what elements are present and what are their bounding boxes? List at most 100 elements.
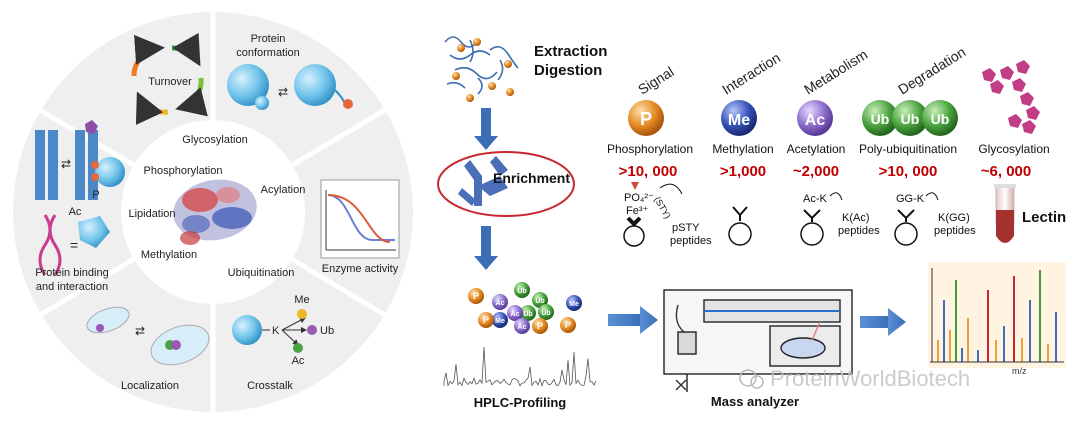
svg-text:PO₄²⁻: PO₄²⁻ xyxy=(624,192,654,204)
bead-label: Ac xyxy=(518,324,527,331)
turnover-cycle-icon xyxy=(131,32,208,125)
svg-text:⇄: ⇄ xyxy=(135,324,145,338)
count-methylation: >1,000 xyxy=(720,163,766,180)
bead-label: P xyxy=(537,321,543,331)
center-lipidation: Lipidation xyxy=(128,208,175,220)
right-arrow-2 xyxy=(860,308,906,336)
svg-text:Ub: Ub xyxy=(931,111,950,127)
down-arrow-1 xyxy=(474,108,498,150)
badge-acetylation: Ac xyxy=(797,100,833,136)
svg-text:GG-K: GG-K xyxy=(896,193,925,205)
svg-text:peptides: peptides xyxy=(934,225,976,237)
svg-text:K: K xyxy=(272,325,280,337)
bead-label: Ub xyxy=(517,288,526,295)
svg-text:Fe³⁺: Fe³⁺ xyxy=(626,205,649,217)
glycan-chain-icon xyxy=(982,60,1040,134)
segment-localization: Localization xyxy=(121,380,179,392)
name-poly-ubiquitination: Poly-ubiquitination xyxy=(859,142,957,156)
probe-methylation xyxy=(728,206,752,246)
count-poly-ubiquitination: >10, 000 xyxy=(879,163,938,180)
bead-label: Ub xyxy=(541,310,550,317)
down-arrow-2 xyxy=(474,226,498,270)
watermark: ProteinWorldBiotech xyxy=(739,366,970,391)
step-mass-analyzer: Mass analyzer xyxy=(711,394,799,409)
lectin-tube-icon xyxy=(994,184,1016,243)
bead-label: Ac xyxy=(511,311,520,318)
bead-label: Ac xyxy=(496,300,505,307)
segment-turnover: Turnover xyxy=(148,76,192,88)
center-phosphorylation: Phosphorylation xyxy=(144,165,223,177)
bead-ac xyxy=(514,318,530,334)
bead-p xyxy=(468,288,484,304)
bead-p xyxy=(532,318,548,334)
spectrum-axis-label: m/z xyxy=(1012,366,1027,376)
step-hplc-profiling: HPLC-Profiling xyxy=(474,395,566,410)
badge-methylation: Me xyxy=(721,100,757,136)
segment-protein-binding-l2: and interaction xyxy=(36,281,108,293)
p-tag: P xyxy=(92,189,99,201)
name-methylation: Methylation xyxy=(712,142,773,156)
category-interaction: Interaction xyxy=(719,49,783,97)
watermark-text: ProteinWorldBiotech xyxy=(770,366,970,391)
name-acetylation: Acetylation xyxy=(787,142,846,156)
svg-text:Me: Me xyxy=(294,294,309,306)
svg-text:Ub: Ub xyxy=(901,111,920,127)
badge-phosphorylation: P xyxy=(628,100,664,136)
enzyme-activity-plot xyxy=(320,179,400,259)
bead-label: P xyxy=(473,291,479,301)
svg-text:peptides: peptides xyxy=(838,225,880,237)
peptide-mixture-icon xyxy=(444,36,519,95)
badge-poly-ubiquitination: Ub Ub Ub xyxy=(862,100,958,136)
name-glycosylation: Glycosylation xyxy=(978,142,1049,156)
svg-text:pSTY: pSTY xyxy=(672,222,700,234)
bead-ac xyxy=(492,294,508,310)
peptide-dots xyxy=(452,38,514,102)
probe-acetylation: Ac-K K(Ac) peptides xyxy=(800,192,880,246)
center-methylation: Methylation xyxy=(141,249,197,261)
bead-label: Ub xyxy=(535,298,544,305)
category-metabolism: Metabolism xyxy=(801,46,870,98)
dna-binding-icon: = Ac xyxy=(38,206,110,276)
step-enrichment: Enrichment xyxy=(493,170,570,186)
svg-text:K(GG): K(GG) xyxy=(938,212,970,224)
bead-me xyxy=(492,312,508,328)
bead-label: P xyxy=(565,320,571,330)
svg-text:peptides: peptides xyxy=(670,235,712,247)
antibody-icon xyxy=(458,156,508,206)
ac-tag: Ac xyxy=(69,206,82,218)
probe-phosphorylation: PO₄²⁻ Fe³⁺ (STY) pSTY peptides xyxy=(623,182,712,247)
bead-ub xyxy=(532,292,548,308)
segment-protein-binding-l1: Protein binding xyxy=(35,267,108,279)
bead-label: Ub xyxy=(523,311,532,318)
svg-text:⇄: ⇄ xyxy=(61,157,71,171)
count-phosphorylation: >10, 000 xyxy=(619,163,678,180)
right-arrow-1 xyxy=(608,306,658,334)
probe-ubiquitination: GG-K K(GG) peptides xyxy=(894,192,976,246)
localization-icon: ⇄ xyxy=(86,306,210,366)
count-glycosylation: ~6, 000 xyxy=(981,163,1031,180)
svg-text:Ac: Ac xyxy=(292,355,305,367)
bead-ub xyxy=(520,305,536,321)
center-ubiquitination: Ubiquitination xyxy=(228,267,295,279)
bead-ub xyxy=(538,304,554,320)
ptm-function-wheel: Turnover Protein conformation ⇄ ⇄ P xyxy=(13,10,413,414)
hplc-chromatogram xyxy=(443,346,597,388)
name-phosphorylation: Phosphorylation xyxy=(607,142,693,156)
mass-spectrum xyxy=(928,262,1066,368)
bead-me xyxy=(566,295,582,311)
membrane-receptor-icon: ⇄ P xyxy=(35,120,125,201)
protein-surface-icon xyxy=(173,179,257,245)
bead-p xyxy=(478,312,494,328)
svg-text:Me: Me xyxy=(728,112,750,129)
svg-text:⇄: ⇄ xyxy=(278,85,288,99)
svg-text:Ub: Ub xyxy=(320,325,334,337)
mass-analyzer-schematic xyxy=(663,289,853,392)
bead-ub xyxy=(514,282,530,298)
lectin-label: Lectin xyxy=(1022,209,1066,226)
segment-crosstalk: Crosstalk xyxy=(247,380,293,392)
bead-ac xyxy=(507,305,523,321)
crosstalk-icon: K Me Ub Ac xyxy=(232,294,334,367)
bead-label: P xyxy=(483,315,489,325)
